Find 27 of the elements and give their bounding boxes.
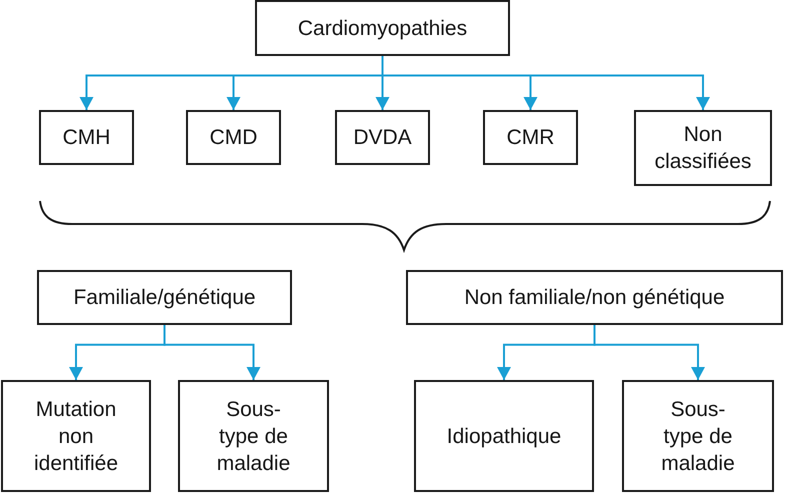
- arrow: [594, 325, 705, 380]
- category-box: [178, 380, 329, 492]
- category-label: CMD: [210, 125, 258, 151]
- category-box: [39, 110, 134, 165]
- arrow: [164, 325, 260, 380]
- category-label: Familiale/génétique: [73, 285, 256, 311]
- category-label: Sous-type de maladie: [216, 396, 292, 476]
- category-box: [622, 380, 774, 492]
- category-label: Sous-type de maladie: [660, 396, 736, 476]
- category-box: [634, 110, 772, 186]
- category-label: CMH: [62, 125, 110, 151]
- arrow: [382, 56, 710, 110]
- category-label: DVDA: [353, 125, 412, 151]
- category-label: Non familiale/non génétique: [464, 285, 725, 311]
- category-box: [335, 110, 430, 165]
- category-label: Idiopathique: [446, 424, 562, 450]
- category-box: [186, 110, 281, 165]
- category-box: [483, 110, 578, 165]
- category-label: Mutation non identifiée: [32, 396, 120, 476]
- category-label: Non classifiées: [654, 122, 752, 175]
- category-box: [414, 380, 594, 492]
- category-box: [255, 0, 510, 56]
- category-label: Cardiomyopathies: [298, 16, 468, 42]
- category-box: [37, 270, 292, 325]
- category-box: [1, 380, 151, 492]
- category-box: [406, 270, 783, 325]
- category-label: CMR: [506, 125, 554, 151]
